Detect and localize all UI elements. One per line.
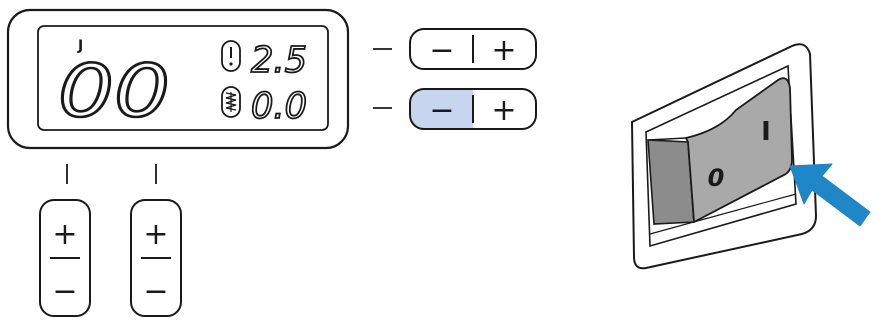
rocker-side-face — [648, 140, 694, 224]
power-on-label: I — [761, 117, 771, 147]
pattern-minus-left-label: − — [52, 274, 77, 309]
power-switch: 0 I — [632, 44, 816, 268]
pattern-button-group-right: + − — [131, 200, 181, 316]
stitch-length-button-group: − + — [410, 89, 536, 129]
pattern-minus-right-label: − — [143, 274, 168, 309]
pattern-number-readout: 00 — [58, 49, 170, 133]
power-off-label: 0 — [708, 164, 725, 192]
pattern-up-button-right[interactable]: + — [133, 202, 179, 257]
stitch-length-plus-button[interactable]: + — [474, 91, 534, 128]
pattern-button-group-left: + − — [40, 200, 90, 316]
pattern-plus-right-label: + — [143, 217, 168, 252]
pattern-plus-left-label: + — [52, 217, 77, 252]
width-plus-label: + — [491, 33, 516, 68]
stitch-width-readout: 2.5 — [251, 40, 307, 81]
stitch-width-plus-button[interactable]: + — [474, 31, 534, 68]
pattern-down-button-left[interactable]: − — [42, 259, 88, 314]
stitch-width-minus-button[interactable]: − — [412, 31, 472, 68]
length-plus-label: + — [491, 93, 516, 128]
stitch-length-readout: 0.0 — [251, 86, 307, 127]
stitch-width-button-group: − + — [410, 29, 536, 69]
pattern-down-button-right[interactable]: − — [133, 259, 179, 314]
width-minus-label: − — [429, 33, 454, 68]
pattern-up-button-left[interactable]: + — [42, 202, 88, 257]
stitch-length-minus-button[interactable]: − — [412, 91, 472, 128]
lcd-panel: J 00 2.5 0.0 — [8, 10, 348, 148]
length-minus-label: − — [429, 93, 454, 128]
